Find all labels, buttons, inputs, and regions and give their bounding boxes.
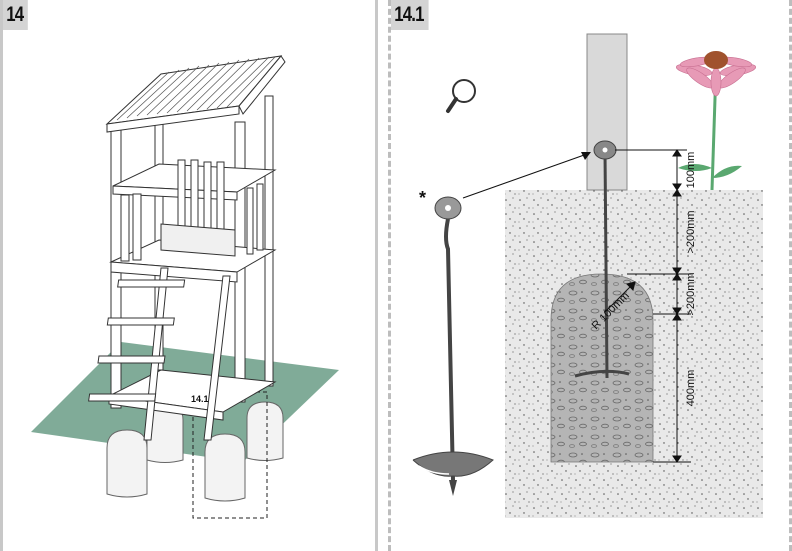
magnifier-icon	[446, 79, 476, 113]
flower	[675, 51, 757, 191]
anchor-detail-illustration: *	[412, 33, 763, 518]
detail-reference-label: 14.1	[191, 394, 209, 404]
dimension-200mm-upper: >200mm	[685, 210, 697, 253]
dimension-400mm: 400mm	[685, 370, 697, 407]
ladder	[88, 267, 231, 441]
installed-anchor	[574, 140, 630, 379]
callout-arrow	[462, 152, 591, 199]
step-14-1-panel: 14.1	[388, 0, 792, 551]
loose-anchor	[412, 196, 494, 496]
step-number-badge: 14	[3, 0, 29, 30]
dimension-lines	[604, 149, 691, 463]
concrete-footing	[550, 273, 654, 463]
playtower-illustration: 14.1	[31, 55, 339, 519]
asterisk-marker: *	[419, 188, 426, 208]
roof	[105, 55, 286, 133]
step-14-panel: 14	[0, 0, 378, 551]
wooden-post	[586, 33, 628, 191]
step-number-badge: 14.1	[391, 0, 429, 30]
dimension-100mm: 100mm	[685, 152, 697, 189]
dimension-200mm-lower: >200mm	[685, 272, 697, 315]
tower-frame	[107, 95, 277, 421]
